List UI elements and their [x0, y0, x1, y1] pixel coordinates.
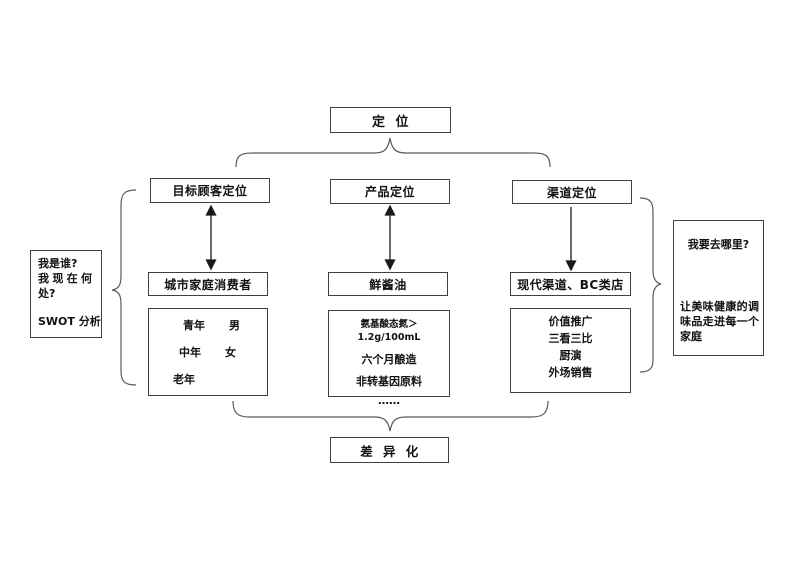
- left-brace: [111, 189, 137, 386]
- header-channel: 渠道定位: [512, 180, 632, 204]
- detail-line: ……: [378, 394, 400, 407]
- right-note-question: 我要去哪里?: [687, 238, 750, 251]
- middle-urban-family: 城市家庭消费者: [148, 272, 268, 296]
- left-note-box: 我是谁? 我现在何处? SWOT 分析: [30, 250, 102, 338]
- detail-customer-box: 青年男 中年女 老年: [148, 308, 268, 396]
- left-note-swot: SWOT 分析: [38, 315, 101, 328]
- detail-line: 氨基酸态氮＞ 1.2g/100mL: [357, 319, 421, 343]
- double-arrow-customer: [205, 204, 217, 271]
- detail-line: 价值推广: [548, 315, 593, 328]
- header-target-customer: 目标顾客定位: [150, 178, 270, 203]
- top-brace: [235, 137, 551, 168]
- right-brace: [639, 197, 662, 373]
- middle-modern-channel: 现代渠道、BC类店: [510, 272, 631, 296]
- middle-fresh-soy-sauce: 鲜酱油: [328, 272, 448, 296]
- right-note-box: 我要去哪里? 让美味健康的调味品走进每一个家庭: [673, 220, 764, 356]
- detail-line: 三看三比: [548, 332, 593, 345]
- double-arrow-product: [384, 204, 396, 271]
- detail-channel-box: 价值推广 三看三比 厨演 外场销售: [510, 308, 631, 393]
- detail-product-box: 氨基酸态氮＞ 1.2g/100mL 六个月酿造 非转基因原料 ……: [328, 310, 450, 407]
- detail-line: 六个月酿造: [361, 353, 417, 366]
- detail-line: 厨演: [559, 349, 582, 362]
- positioning-title-box: 定 位: [330, 107, 451, 133]
- detail-line: 非转基因原料: [356, 375, 422, 388]
- header-product: 产品定位: [330, 179, 450, 204]
- detail-row: 中年女: [179, 346, 236, 359]
- detail-row: 老年: [173, 373, 195, 386]
- right-note-answer: 让美味健康的调味品走进每一个家庭: [680, 300, 759, 343]
- left-note-question1: 我是谁?: [38, 257, 78, 270]
- detail-line: 外场销售: [548, 366, 593, 379]
- down-arrow-channel: [565, 207, 577, 272]
- left-note-question2: 我现在何处?: [38, 272, 92, 300]
- differentiation-box: 差 异 化: [330, 437, 449, 463]
- detail-row: 青年男: [183, 319, 240, 332]
